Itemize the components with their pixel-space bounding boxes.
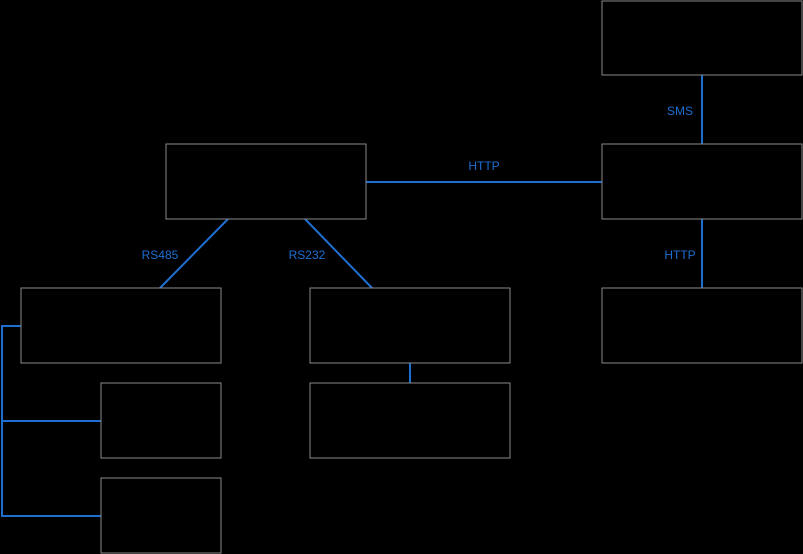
node-middle-bottom <box>309 382 511 459</box>
node-left-bottom <box>100 477 222 554</box>
node-left-middle <box>100 382 222 459</box>
node-top-right <box>601 0 803 76</box>
edge-label-rs485: RS485 <box>142 248 179 262</box>
edge-central-to-left-group <box>159 218 229 289</box>
edge-central-to-middle-group <box>304 218 373 289</box>
edge-label-rs232: RS232 <box>289 248 326 262</box>
edge-label-http-bottom: HTTP <box>664 248 695 262</box>
node-server <box>601 143 803 220</box>
edge-label-sms: SMS <box>667 104 693 118</box>
node-bottom-right <box>601 287 803 364</box>
node-middle-top <box>309 287 511 364</box>
edge-label-http-central: HTTP <box>468 159 499 173</box>
node-left-top <box>20 287 222 364</box>
node-central <box>165 143 367 220</box>
edge-left-bus <box>1 325 101 517</box>
